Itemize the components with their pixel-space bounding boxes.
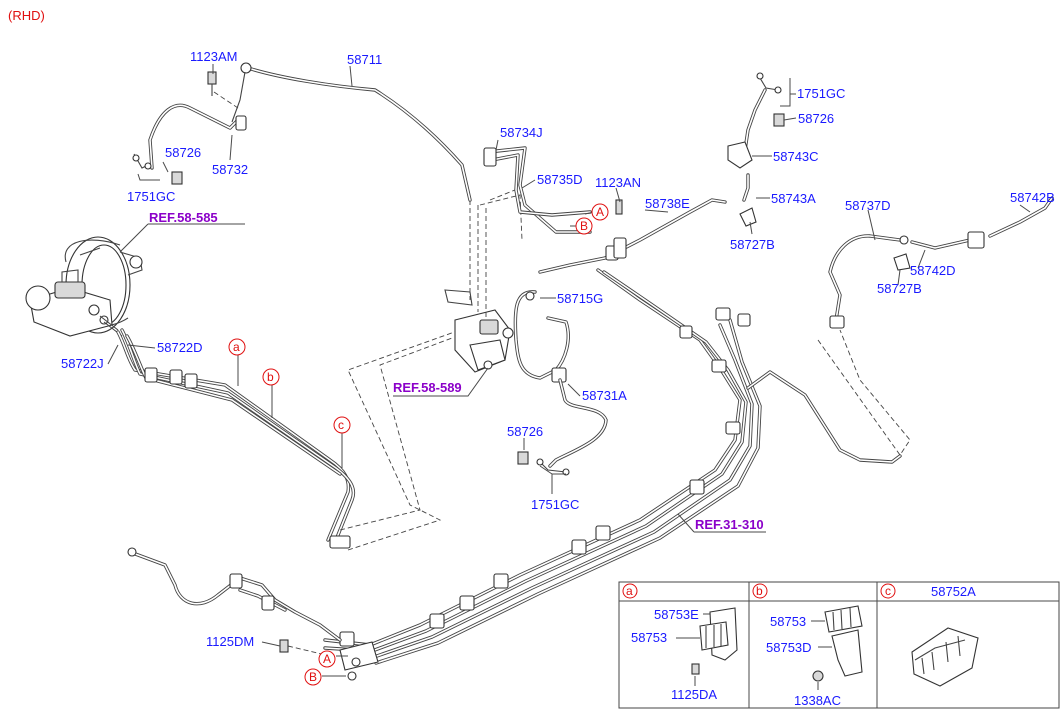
label-58726-a: 58726: [165, 145, 201, 160]
label-58742D: 58742D: [910, 263, 956, 278]
pipe-58732: [148, 71, 247, 170]
pipe-lower-left: [127, 547, 342, 642]
label-58727B-b: 58727B: [877, 281, 922, 296]
svg-text:c: c: [338, 418, 344, 432]
detail-b-58753D: 58753D: [766, 640, 812, 655]
label-58722J: 58722J: [61, 356, 104, 371]
hose-58737D: [828, 234, 909, 329]
bolt-1123AM: [207, 71, 239, 109]
pipe-bundle-main: [323, 268, 902, 665]
detail-title-c: 58752A: [931, 584, 976, 599]
svg-text:A: A: [596, 205, 604, 219]
label-1751GC-b: 1751GC: [797, 86, 845, 101]
label-58738E: 58738E: [645, 196, 690, 211]
label-58734J: 58734J: [500, 125, 543, 140]
detail-a-58753E: 58753E: [654, 607, 699, 622]
marker-B-upper: B: [575, 217, 593, 235]
label-58737D: 58737D: [845, 198, 891, 213]
label-58726-b: 58726: [798, 111, 834, 126]
label-1751GC-c: 1751GC: [531, 497, 579, 512]
marker-c: c: [333, 416, 351, 434]
pipe-58738E: [538, 198, 727, 274]
hose-58731A: [517, 378, 608, 476]
master-cylinder: [25, 269, 123, 337]
label-1123AM: 1123AM: [190, 49, 237, 64]
label-58742B: 58742B: [1010, 190, 1055, 205]
detail-a-58753: 58753: [631, 630, 667, 645]
label-1123AN: 1123AN: [595, 175, 641, 190]
svg-text:B: B: [309, 670, 317, 684]
label-58735D: 58735D: [537, 172, 583, 187]
label-58727B-a: 58727B: [730, 237, 775, 252]
hose-58743C: [727, 72, 785, 227]
ref-31-310: REF.31-310: [695, 517, 764, 532]
detail-marker-b: b: [756, 584, 763, 598]
label-58732: 58732: [212, 162, 248, 177]
detail-a-1125DA: 1125DA: [671, 687, 717, 702]
label-58743C: 58743C: [773, 149, 819, 164]
marker-a: a: [228, 338, 246, 356]
detail-marker-a: a: [626, 584, 633, 598]
label-1125DM: 1125DM: [206, 634, 254, 649]
svg-text:A: A: [323, 652, 331, 666]
label-58715G: 58715G: [557, 291, 603, 306]
part-58726-upper-left: [132, 153, 183, 185]
pipe-58742D: [893, 196, 1054, 271]
pipe-58734J: [483, 146, 592, 234]
marker-B-lower: B: [304, 668, 322, 686]
label-1751GC-a: 1751GC: [127, 189, 175, 204]
marker-A-lower: A: [318, 650, 336, 668]
label-58743A: 58743A: [771, 191, 816, 206]
detail-marker-c: c: [885, 584, 891, 598]
label-58711: 58711: [347, 52, 382, 67]
pipe-58711: [240, 62, 472, 202]
hose-58715G: [513, 290, 570, 383]
detail-b-1338AC: 1338AC: [794, 693, 841, 708]
leader-lines: [107, 64, 1031, 677]
marker-b: b: [262, 368, 280, 386]
label-58726-c: 58726: [507, 424, 543, 439]
variant-label: (RHD): [8, 8, 45, 23]
svg-text:a: a: [233, 340, 240, 354]
ref-58-585: REF.58-585: [149, 210, 218, 225]
detail-table: a b c 58752A 58753E 58753 1125DA 58753 5…: [618, 581, 1060, 709]
label-58722D: 58722D: [157, 340, 203, 355]
svg-text:b: b: [267, 370, 274, 384]
detail-b-58753: 58753: [770, 614, 806, 629]
marker-A-upper: A: [591, 203, 609, 221]
pipe-bundle-left: [116, 328, 356, 549]
abs-module: [444, 289, 514, 373]
label-58731A: 58731A: [582, 388, 627, 403]
ref-58-589: REF.58-589: [393, 380, 462, 395]
svg-text:B: B: [580, 219, 588, 233]
